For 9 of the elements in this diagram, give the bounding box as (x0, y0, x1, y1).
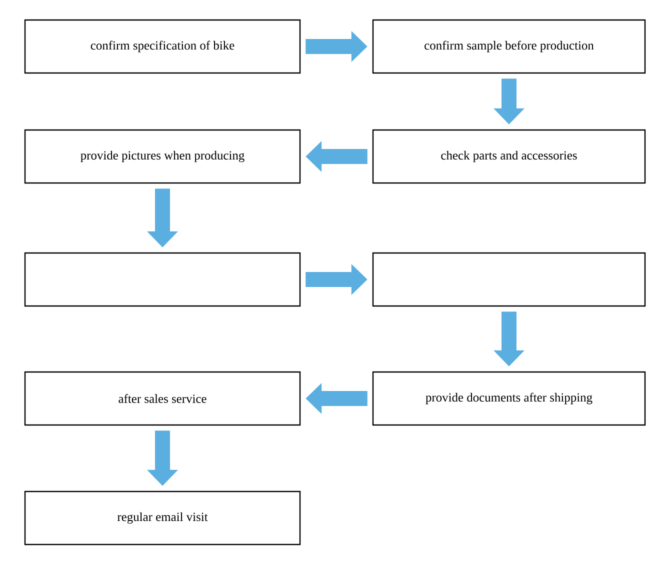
empty-box (372, 252, 646, 307)
empty-box (24, 252, 301, 307)
process-box: confirm specification of bike (24, 19, 301, 74)
process-box: check parts and accessories (372, 129, 646, 184)
process-box: regular email visit (24, 490, 301, 546)
process-box: confirm sample before production (372, 19, 646, 74)
process-box: provide documents after shipping (372, 371, 646, 426)
process-box: after sales service (24, 371, 301, 426)
process-box: provide pictures when producing (24, 129, 301, 184)
